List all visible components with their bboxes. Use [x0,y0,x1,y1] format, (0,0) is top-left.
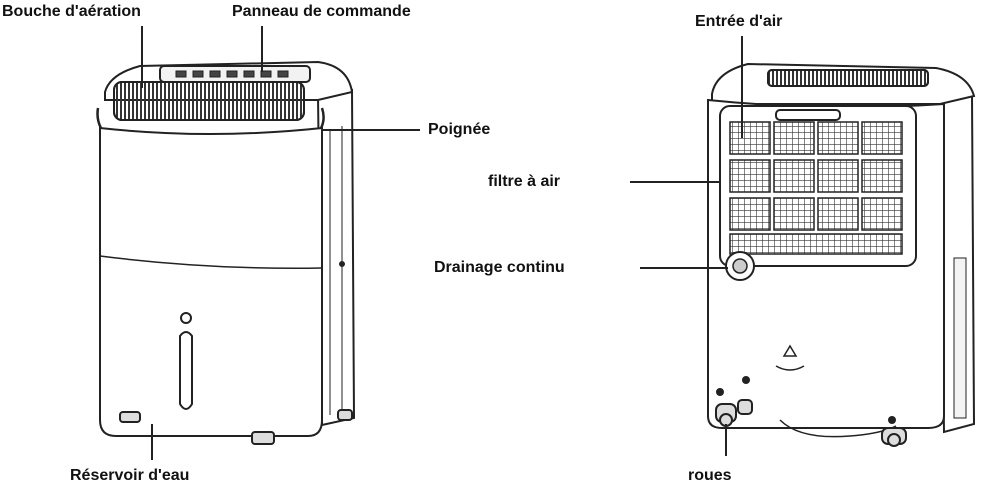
cord-symbol [775,344,805,371]
wheels-group [715,399,907,447]
label-air-inlet: Entrée d'air [695,13,783,30]
leader-lines [141,26,743,460]
water-level-window [179,331,193,410]
front-body [99,126,323,437]
label-wheels: roues [688,467,732,484]
label-handle: Poignée [428,121,491,138]
label-continuous-drain: Drainage continu [434,259,565,276]
label-water-tank: Réservoir d'eau [70,467,190,484]
label-control-panel: Panneau de commande [232,3,411,20]
back-unit [707,62,976,447]
label-air-filter: filtre à air [488,173,561,190]
label-vent: Bouche d'aération [2,3,141,20]
front-unit [96,60,356,445]
front-side-panel [316,88,356,427]
water-level-dot [180,312,192,324]
air-filter-mesh [729,121,903,255]
